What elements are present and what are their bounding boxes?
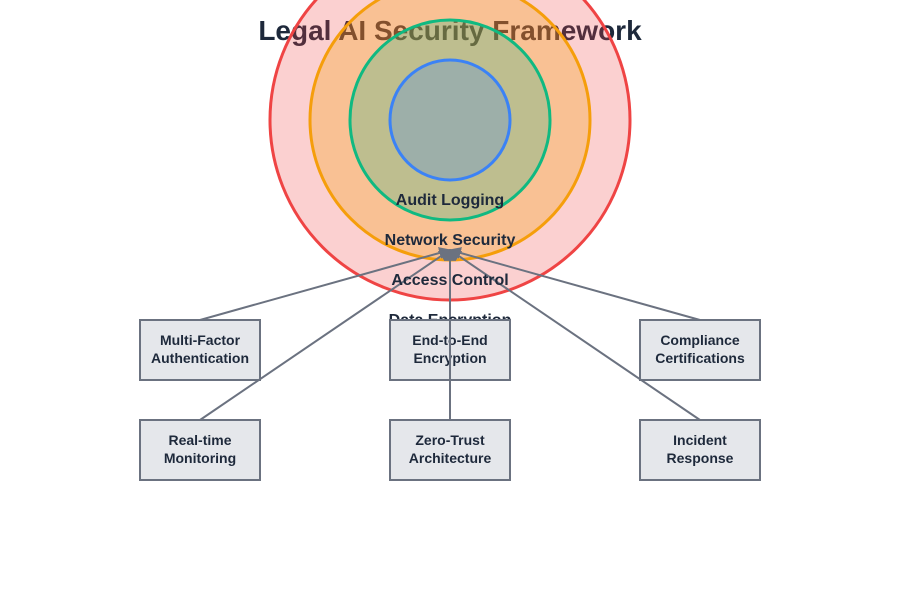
component-label-line2: Authentication xyxy=(151,350,249,366)
component-label-line1: Incident xyxy=(673,432,727,448)
connector-compliance xyxy=(448,247,701,321)
connector-incident xyxy=(449,249,701,421)
component-box[interactable]: Zero-Trust Architecture xyxy=(389,419,511,481)
component-box[interactable]: Multi-Factor Authentication xyxy=(139,319,261,381)
layer-ring-network-security xyxy=(348,18,552,222)
component-box[interactable]: Incident Response xyxy=(639,419,761,481)
component-label-line1: Real-time xyxy=(168,432,231,448)
component-label-line2: Certifications xyxy=(655,350,745,366)
component-boxes-row2: Real-time Monitoring Zero-Trust Architec… xyxy=(139,419,761,481)
component-label-line1: Multi-Factor xyxy=(160,332,241,348)
connector-real-time xyxy=(199,249,451,421)
layer-label-access-control: Access Control xyxy=(391,272,508,289)
component-label-line1: Zero-Trust xyxy=(415,432,485,448)
layer-ring-audit-logging xyxy=(388,58,512,182)
component-box[interactable]: Compliance Certifications xyxy=(639,319,761,381)
component-label-line2: Response xyxy=(667,450,734,466)
security-layers xyxy=(268,0,632,302)
component-box-end-to-end-overlay: End-to-End Encryption xyxy=(389,319,511,381)
component-label-line2: Architecture xyxy=(409,450,492,466)
connector-multi-factor xyxy=(199,247,452,321)
component-box[interactable]: Real-time Monitoring xyxy=(139,419,261,481)
component-label-line2: Monitoring xyxy=(164,450,236,466)
component-label-line1: Compliance xyxy=(660,332,740,348)
layer-label-audit-logging: Audit Logging xyxy=(396,192,504,209)
layer-label-network-security: Network Security xyxy=(385,232,516,249)
